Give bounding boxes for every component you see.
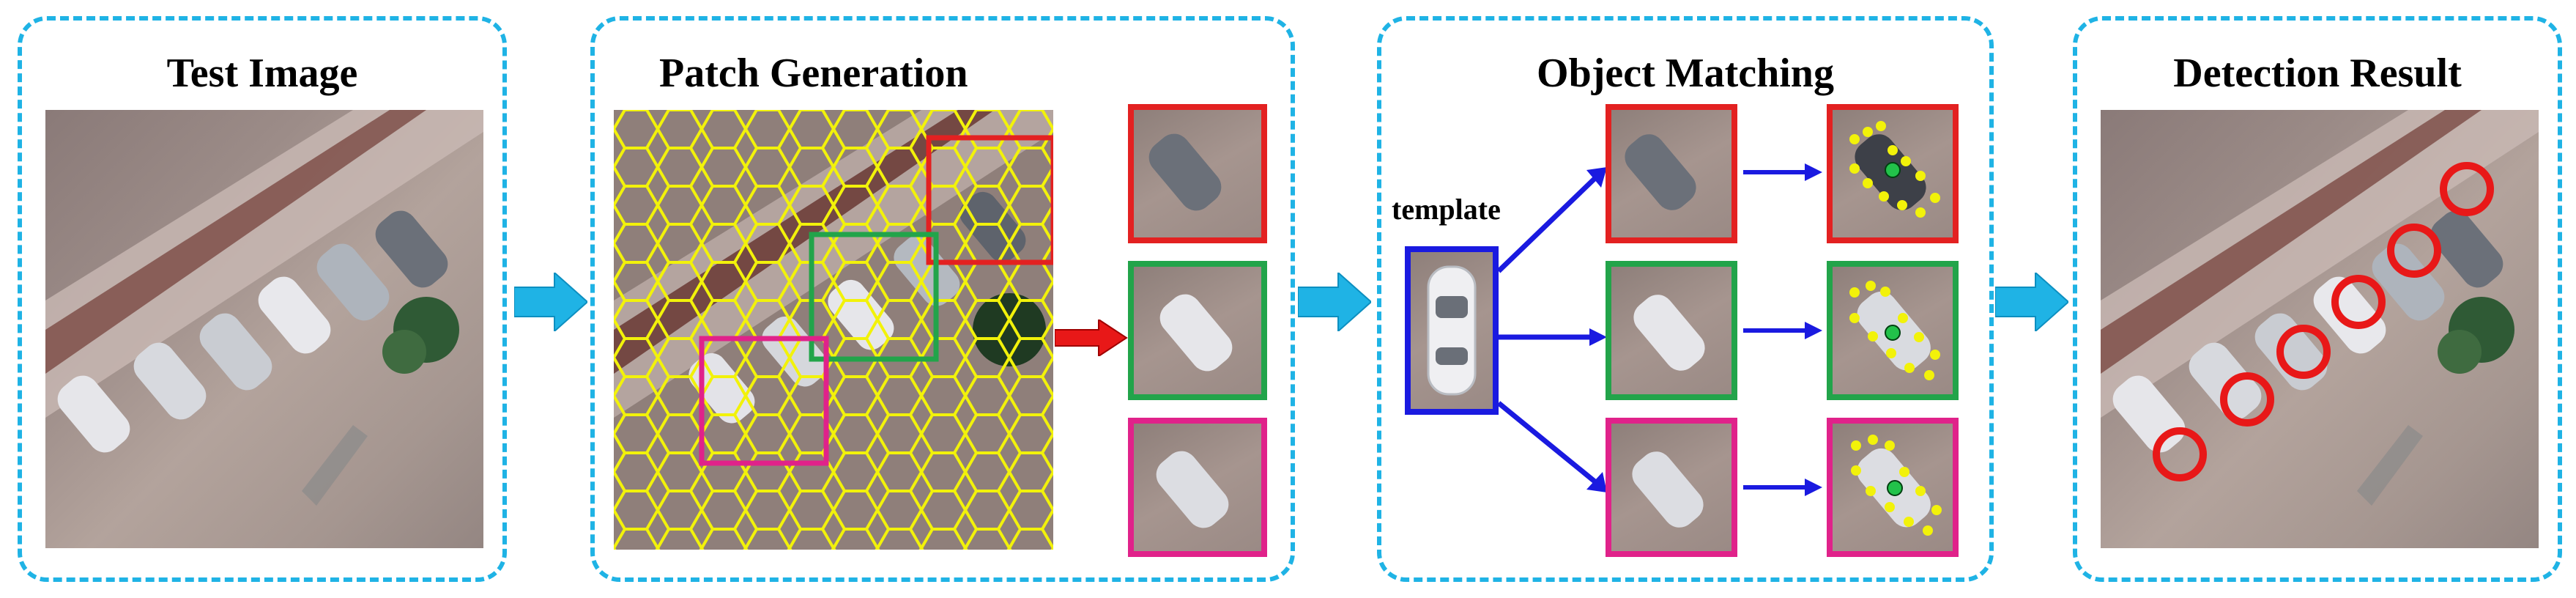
keypoint-overlay	[1849, 281, 1940, 380]
patch-box-green	[809, 232, 939, 362]
right-flow-arrow-icon	[1995, 273, 2068, 331]
detection-circle-icon	[2153, 162, 2494, 481]
patch-thumb-red	[1128, 104, 1267, 243]
match-candidate-green	[1606, 261, 1737, 400]
template-thumb	[1405, 246, 1499, 415]
center-marker-icon	[1887, 480, 1903, 496]
keypoint-match-magenta	[1827, 418, 1959, 557]
detection-result-photo	[2101, 110, 2539, 548]
keypoint-overlay	[1851, 435, 1942, 536]
blue-arrow-icon	[1743, 479, 1822, 496]
panel-title-detection-result: Detection Result	[2173, 51, 2462, 96]
car-icon	[1148, 133, 1222, 211]
blue-arrow-icon	[1743, 163, 1822, 181]
panel-title-test-image: Test Image	[166, 51, 358, 96]
template-label: template	[1392, 193, 1501, 226]
blue-arrow-icon	[1743, 322, 1822, 339]
superpixel-overlay	[614, 110, 1053, 550]
center-marker-icon	[1885, 325, 1901, 341]
keypoint-overlay	[1849, 121, 1940, 218]
car-icon	[1625, 134, 1696, 210]
patch-box-magenta	[699, 336, 829, 466]
car-icon	[1427, 265, 1477, 396]
match-candidate-magenta	[1606, 418, 1737, 557]
keypoint-dot-icon	[1851, 435, 1942, 536]
panel-title-patch-generation: Patch Generation	[659, 51, 968, 96]
car-icon	[1156, 451, 1229, 528]
detection-result-panel: Detection Result	[2073, 16, 2562, 582]
patch-thumb-magenta	[1128, 418, 1267, 557]
car-icon	[1632, 451, 1704, 528]
patch-generation-panel: Patch Generation	[590, 16, 1295, 582]
detection-scene	[2101, 110, 2539, 506]
keypoint-dot-icon	[1849, 121, 1940, 218]
right-flow-arrow-icon	[1298, 273, 1371, 331]
keypoint-match-red	[1827, 104, 1959, 243]
panel-title-object-matching: Object Matching	[1537, 51, 1834, 96]
patch-box-red	[926, 135, 1053, 265]
center-marker-icon	[1885, 162, 1901, 178]
red-arrow-icon	[1055, 320, 1128, 356]
blue-arrow-icon	[1499, 167, 1607, 492]
match-candidate-red	[1606, 104, 1737, 243]
right-flow-arrow-icon	[514, 273, 587, 331]
keypoint-match-green	[1827, 261, 1959, 400]
test-image-photo	[45, 110, 483, 548]
superpixel-image	[614, 110, 1053, 550]
keypoint-dot-icon	[1849, 281, 1940, 380]
object-matching-panel: Object Matching	[1377, 16, 1994, 582]
test-image-panel: Test Image	[18, 16, 507, 582]
parking-lot-scene	[45, 110, 483, 506]
car-icon	[1633, 295, 1705, 371]
patch-thumb-green	[1128, 261, 1267, 400]
car-icon	[1159, 294, 1233, 372]
car-icon	[57, 210, 448, 453]
